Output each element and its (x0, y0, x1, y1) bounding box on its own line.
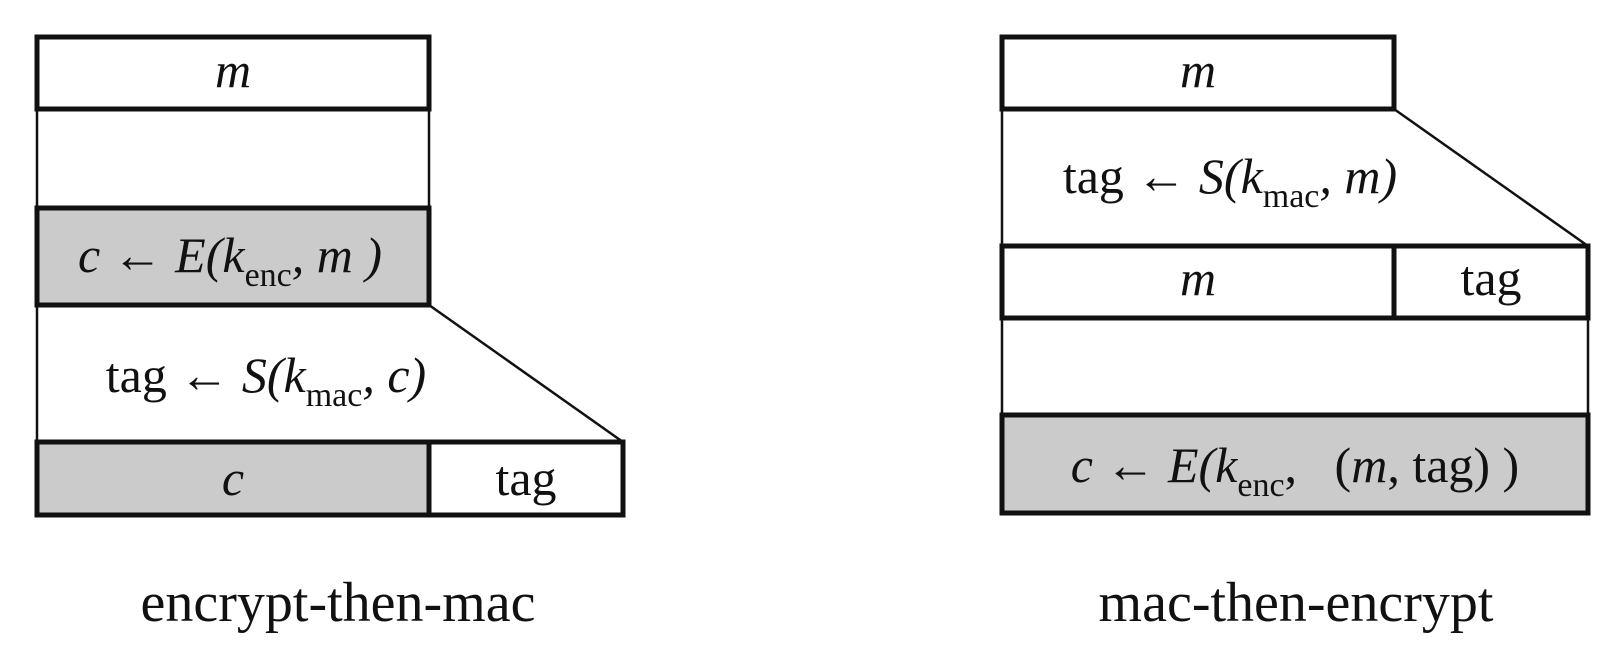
mte-intermediate-tag-label: tag (1460, 250, 1521, 306)
etm-ciphertext-label: c (222, 450, 244, 506)
etm-encrypt-formula: c ← E(kenc, m ) (78, 227, 382, 294)
mte-sign-formula: tag ← S(kmac, m) (1063, 148, 1397, 215)
mte-encrypt-box (999, 412, 1591, 516)
mte-caption: mac-then-encrypt (1099, 572, 1494, 634)
mac-then-encrypt-diagram: m tag ← S(kmac, m) m tag c ← E(kenc, (m,… (999, 34, 1591, 634)
mte-message-box (999, 34, 1397, 112)
etm-message-box (34, 34, 432, 112)
etm-encrypt-box (34, 205, 432, 308)
mte-message-label: m (1180, 42, 1216, 98)
mte-message-tag-box (999, 243, 1591, 321)
etm-tag-label: tag (495, 450, 556, 506)
mte-funnel-diagonal-line (1393, 107, 1589, 248)
mte-encrypt-formula: c ← E(kenc, (m, tag) ) (1071, 437, 1519, 504)
etm-ciphertext-cell (34, 439, 432, 518)
etm-message-label: m (215, 42, 251, 98)
etm-sign-formula: tag ← S(kmac, c) (106, 347, 426, 414)
etm-caption: encrypt-then-mac (141, 572, 536, 634)
encrypt-then-mac-diagram: m c ← E(kenc, m ) tag ← S(kmac, c) c tag… (34, 34, 626, 634)
mte-intermediate-message-label: m (1180, 250, 1216, 306)
etm-funnel-diagonal-line (428, 303, 624, 444)
